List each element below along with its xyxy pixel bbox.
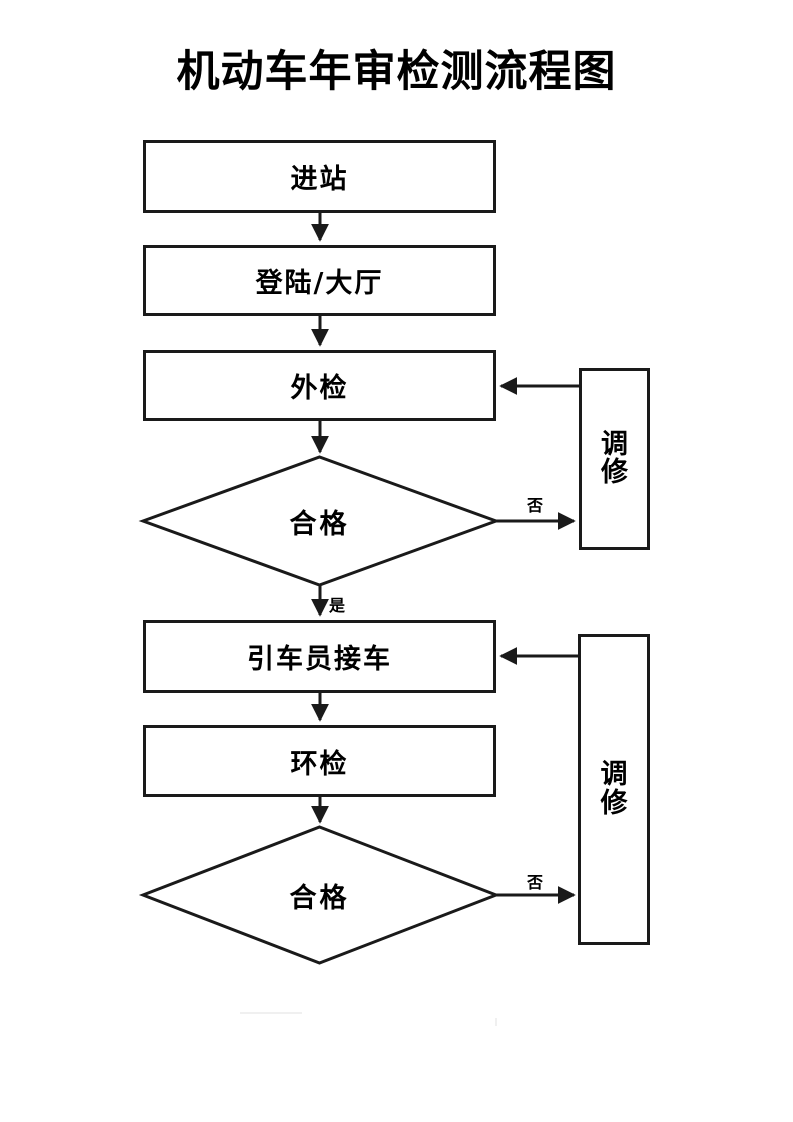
node-label-char: 修: [600, 787, 628, 819]
node-label: 环检: [290, 748, 349, 780]
node-yinchengyuan-jieche[interactable]: 引车员接车: [143, 620, 496, 693]
scan-artifact: [240, 1012, 302, 1014]
node-label: 外检: [290, 373, 349, 404]
page-title: 机动车年审检测流程图: [176, 47, 617, 97]
decision-shape-2: [138, 825, 501, 965]
scan-artifact: [495, 1018, 497, 1026]
node-label-char: 调: [600, 759, 628, 791]
node-waijian[interactable]: 外检: [143, 350, 496, 421]
decision-shape-1: [138, 455, 501, 587]
node-jinzhan[interactable]: 进站: [143, 140, 496, 213]
node-label-char: 调: [601, 428, 628, 460]
node-huanjian[interactable]: 环检: [143, 725, 496, 797]
node-denglu-datting[interactable]: 登陆/大厅: [143, 245, 496, 316]
node-label: 进站: [290, 164, 349, 195]
node-label: 登陆/大厅: [255, 268, 384, 299]
edge-label-yes-1: 是: [329, 596, 346, 615]
edge-label-no-2: 否: [527, 873, 544, 892]
node-label-char: 修: [601, 457, 628, 488]
node-label: 引车员接车: [247, 644, 392, 675]
node-tiaoxiu-1[interactable]: 调 修: [579, 368, 650, 550]
node-tiaoxiu-2[interactable]: 调 修: [578, 634, 650, 945]
edge-label-no-1: 否: [527, 496, 544, 515]
